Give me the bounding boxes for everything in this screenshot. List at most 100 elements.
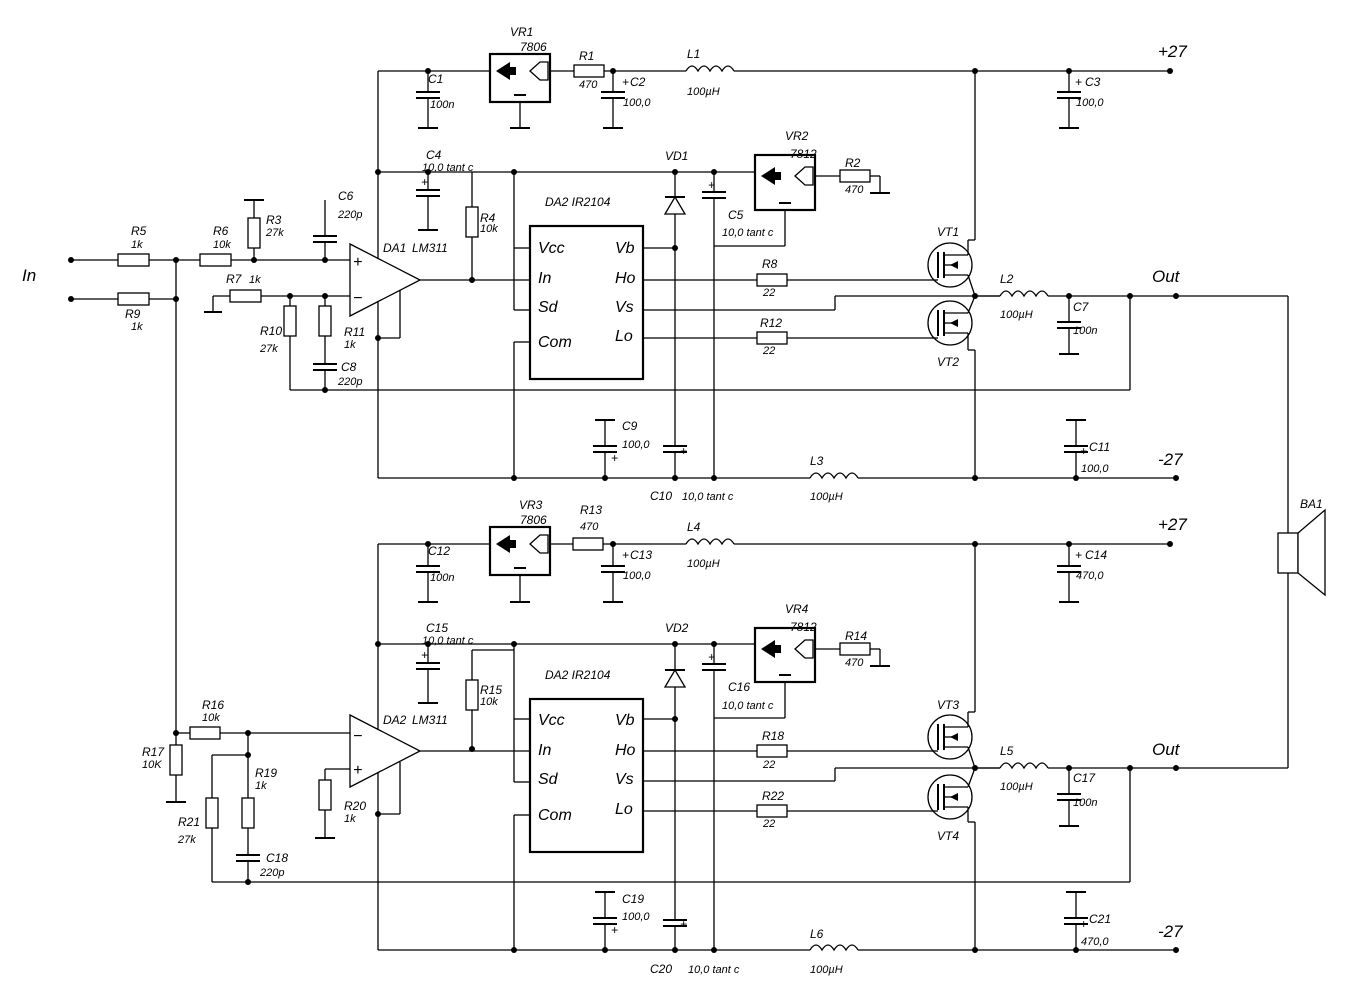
svg-text:C5: C5: [728, 208, 744, 222]
resistor-r9: R9 1k: [117, 292, 150, 333]
resistor-r11: R11 1k: [318, 296, 365, 364]
svg-text:BA1: BA1: [1300, 497, 1323, 511]
svg-text:1k: 1k: [131, 239, 143, 251]
svg-text:1k: 1k: [255, 780, 267, 792]
svg-text:C3: C3: [1085, 75, 1101, 89]
svg-text:VR1: VR1: [510, 25, 533, 39]
svg-text:100µH: 100µH: [687, 86, 720, 98]
resistor-r15: R15 10k: [465, 650, 502, 749]
inductor-l6: L6 100µH: [809, 927, 859, 976]
resistor-r14: R14 470: [839, 629, 890, 669]
capacitor-c3: + C3 100,0: [1057, 71, 1104, 129]
svg-text:DA2: DA2: [383, 713, 407, 727]
svg-text:L4: L4: [687, 520, 701, 534]
resistor-r19: R19 1k: [241, 755, 277, 855]
svg-text:−: −: [353, 728, 362, 745]
svg-text:Sd: Sd: [538, 771, 559, 788]
capacitor-c6: C6 220p: [313, 189, 362, 260]
svg-text:100n: 100n: [1073, 325, 1097, 337]
svg-text:220p: 220p: [259, 867, 284, 879]
resistor-r21: R21 27k: [177, 755, 219, 882]
capacitor-c11: + C11 100,0: [1064, 419, 1110, 478]
resistor-r10: R10 27k: [259, 296, 297, 390]
svg-text:Com: Com: [538, 334, 572, 351]
capacitor-c7: C7 100n: [1057, 296, 1097, 355]
svg-text:+: +: [1075, 75, 1082, 89]
svg-text:VD2: VD2: [665, 621, 689, 635]
svg-text:Vs: Vs: [615, 771, 634, 788]
capacitor-c18: C18 220p: [236, 851, 288, 882]
regulator-vr3: VR3 7806: [488, 498, 552, 603]
svg-text:100n: 100n: [430, 99, 454, 111]
svg-text:27k: 27k: [177, 834, 196, 846]
svg-text:+: +: [1080, 917, 1087, 931]
svg-text:+: +: [353, 254, 362, 271]
opamp-da1: + − DA1 LM311: [349, 172, 448, 478]
svg-text:R16: R16: [202, 698, 224, 712]
capacitor-c20: + C20 10,0 tant c: [650, 917, 740, 976]
svg-text:C16: C16: [728, 680, 750, 694]
svg-text:100µH: 100µH: [1000, 781, 1033, 793]
speaker-ba1: BA1: [1277, 296, 1326, 768]
resistor-r18: R18 22: [756, 729, 788, 771]
resistor-r5: R5 1k: [117, 224, 150, 267]
svg-text:R11: R11: [344, 325, 365, 339]
resistor-r22: R22 22: [756, 789, 788, 830]
svg-text:1k: 1k: [249, 274, 261, 286]
svg-text:+: +: [708, 650, 715, 664]
mosfet-vt2: VT2: [927, 295, 976, 369]
capacitor-c4: + C4 10,0 tant c: [416, 148, 474, 231]
svg-text:1k: 1k: [344, 813, 356, 825]
capacitor-c16: + C16 10,0 tant c: [702, 644, 774, 950]
svg-text:Lo: Lo: [615, 328, 633, 345]
svg-text:VR4: VR4: [785, 602, 809, 616]
svg-text:+: +: [421, 648, 428, 662]
svg-text:10k: 10k: [202, 712, 220, 724]
svg-text:Vs: Vs: [615, 299, 634, 316]
svg-text:VT2: VT2: [937, 355, 959, 369]
resistor-r8: R8 22: [756, 257, 788, 299]
svg-text:VR2: VR2: [785, 129, 809, 143]
svg-text:Ho: Ho: [615, 742, 636, 759]
svg-text:+: +: [611, 923, 618, 937]
svg-text:10K: 10K: [142, 759, 162, 771]
capacitor-c2: + C2 100,0: [601, 71, 651, 129]
capacitor-c19: + C19 100,0: [593, 891, 650, 950]
capacitor-c14: + C14 470,0: [1057, 544, 1107, 603]
regulator-vr1: VR1 7806: [488, 25, 552, 129]
svg-text:+: +: [622, 548, 629, 562]
driver-ic-upper: DA2 IR2104 Vcc In Sd Com Vb Ho Vs Lo: [528, 195, 645, 381]
resistor-r17: R17 10K: [142, 733, 186, 803]
inductor-l3: L3 100µH: [809, 454, 859, 503]
svg-text:DA2 IR2104: DA2 IR2104: [545, 195, 611, 209]
svg-text:R8: R8: [762, 257, 778, 271]
svg-text:27k: 27k: [265, 227, 284, 239]
diode-vd2: VD2: [663, 621, 689, 920]
svg-text:C6: C6: [338, 189, 354, 203]
svg-text:R14: R14: [845, 629, 867, 643]
inductor-l1: L1 100µH: [685, 47, 735, 98]
svg-text:C19: C19: [622, 892, 644, 906]
svg-text:R6: R6: [213, 224, 229, 238]
svg-text:470,0: 470,0: [1076, 570, 1104, 582]
svg-text:R20: R20: [344, 799, 366, 813]
svg-text:C20: C20: [650, 962, 672, 976]
svg-text:L2: L2: [1000, 272, 1014, 286]
svg-text:10,0 tant c: 10,0 tant c: [722, 700, 774, 712]
svg-text:+: +: [1075, 548, 1082, 562]
svg-text:VT4: VT4: [937, 829, 959, 843]
svg-text:R9: R9: [125, 307, 141, 321]
svg-text:Vcc: Vcc: [538, 240, 565, 257]
svg-text:L6: L6: [810, 927, 824, 941]
svg-text:470: 470: [579, 79, 598, 91]
resistor-r16: R16 10k: [189, 698, 224, 740]
svg-text:10k: 10k: [480, 696, 498, 708]
svg-text:22: 22: [762, 759, 775, 771]
svg-text:VT3: VT3: [937, 698, 959, 712]
svg-text:C10: C10: [650, 489, 672, 503]
svg-text:C15: C15: [426, 621, 448, 635]
svg-text:Ho: Ho: [615, 270, 636, 287]
capacitor-c9: + C9 100,0: [593, 419, 650, 478]
svg-text:10k: 10k: [480, 223, 498, 235]
